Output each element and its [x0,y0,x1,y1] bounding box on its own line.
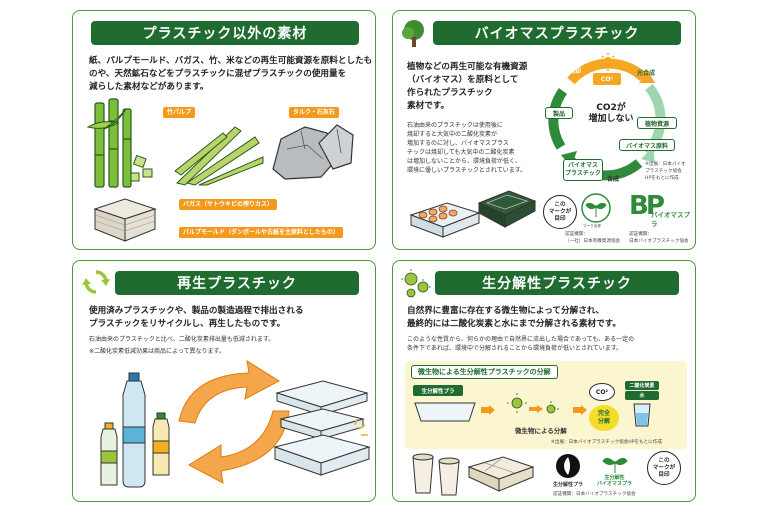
label-burn: 焼却 [569,68,582,75]
tag-talc-limestone: タルク・石灰石 [289,107,339,118]
talc-rock-illustration [272,124,354,180]
panel-non-plastic: プラスチック以外の素材 紙、パルプモールド、バガス、竹、米などの再生可能資源を原… [72,10,376,250]
biomass-mark-name: マーク名称 [583,224,601,228]
panel-biodegradable-plastic: 生分解性プラスチック 自然界に豊富に存在する微生物によって分解され、最終的には二… [392,260,696,502]
diagram-source-note: ※出展：日本バイオプラスチック協会HPをもとに作成 [551,440,662,445]
water-glass-icon [633,403,651,427]
bento-tray-illustration [467,456,535,492]
panel-explanation: このような性質から、何らかの理由で自然界に流出した場合であっても、ある一定の条件… [407,336,635,352]
complete-decomposition-badge: 完全分解 [589,405,619,431]
tag-pulp-mold: パルプモールド（ダンボールや古紙を主原料としたもの） [179,227,344,238]
panel-title: 生分解性プラスチック [435,271,679,295]
co2-label: CO² [593,73,621,85]
panel-description: 植物などの再生可能な有機資源（バイオマス）を原料として作られたプラスチック素材で… [407,62,528,111]
biodegradable-logo-icon [556,454,580,478]
cups-illustration [412,453,460,496]
panel-recycled-plastic: 再生プラスチック 使用済みプラスチックや、製品の製造過程で排出されるプラスチック… [72,260,376,502]
label-microbial-decomposition: 微生物による分解 [515,427,567,435]
plastic-tray-icon [414,402,476,422]
panel-note: ※二酸化炭素低減効果は商品によって異なります。 [89,348,225,355]
mark-callout: このマークが目印 [543,195,577,229]
label-biomass-material: バイオマス原料 [619,139,675,151]
biomass-approval: 認証機関：（一社）日本有機資源協会 [565,232,621,244]
panel-biomass-plastic: バイオマスプラスチック 植物などの再生可能な有機資源（バイオマス）を原料として作… [392,10,696,250]
sun-icon [599,53,617,71]
label-product: 製品 [545,107,573,119]
label-biodegradable-plastic: 生分解性プラ [413,385,463,396]
tag-bagasse: バガス（サトウキビの搾りカス） [179,199,278,210]
panel-explanation: 石油由来のプラスチックと比べ、二酸化炭素排出量も低減されます。 [89,336,275,343]
biomass-mark-icon [581,193,611,223]
biodegradable-biomass-logo-icon [602,457,628,473]
bp-logo-name: バイオマスプラ [651,211,690,228]
panel-title: 再生プラスチック [115,271,359,295]
bottles-illustration [100,372,170,488]
label-photosynthesis: 光合成 [637,70,656,77]
panel-description: 紙、パルプモールド、バガス、竹、米などの再生可能資源を原料としたものや、天然鉱石… [89,56,373,92]
label-water: 水 [625,391,659,400]
bp-approval: 認証機関：日本バイオプラスチック協会 [629,232,689,244]
panel-description: 使用済みプラスチックや、製品の製造過程で排出されるプラスチックをリサイクルし、再… [89,306,304,329]
biodegradable-logo-name: 生分解性プラ [553,482,584,488]
bp-logo: BP [629,191,665,221]
bagasse-illustration [174,126,264,186]
panel-title: プラスチック以外の素材 [91,21,359,45]
panel-title: バイオマスプラスチック [433,21,681,45]
panel-explanation: 石油由来のプラスチックは使用後に焼却すると大気中の二酸化炭素が増加するのに対し、… [407,122,527,174]
mark-callout: このマークが目印 [647,451,681,485]
egg-tray-illustration [409,202,481,238]
biodegradable-approval: 認証機関：日本バイオプラスチック協会 [553,492,636,497]
panel-description: 自然界に豊富に存在する微生物によって分解され、最終的には二酸化炭素と水にまで分解… [407,306,621,329]
tree-icon [402,20,424,47]
recycle-icon [82,270,110,294]
co2-bubble: CO² [589,383,615,401]
microbes-icon [507,393,559,414]
microbe-icon [401,269,431,298]
trays-illustration [273,380,371,476]
label-co2: 二酸化炭素 [625,381,659,390]
diagram-header: 微生物による生分解性プラスチックの分解 [411,365,558,379]
biodegradable-biomass-logo-name: 生分解性バイオマスプラ [597,475,633,487]
tag-bamboo-pulp: 竹パルプ [163,107,196,118]
label-synthesis: 合成 [607,176,620,183]
arrow-right-icon [481,405,495,415]
cycle-center-text: CO2が増加しない [588,103,634,124]
arrow-right-icon [573,405,587,415]
pulp-mold-illustration [93,198,157,242]
label-biomass-plastic: バイオマスプラスチック [563,159,603,181]
recycle-arrows-illustration [178,359,290,484]
decomposition-diagram: 微生物による生分解性プラスチックの分解 生分解性プラ 微生物による分解 CO² … [405,361,687,449]
bamboo-illustration [86,98,153,188]
food-container-illustration [477,190,537,228]
label-plant-resource: 植物資源 [637,117,677,129]
